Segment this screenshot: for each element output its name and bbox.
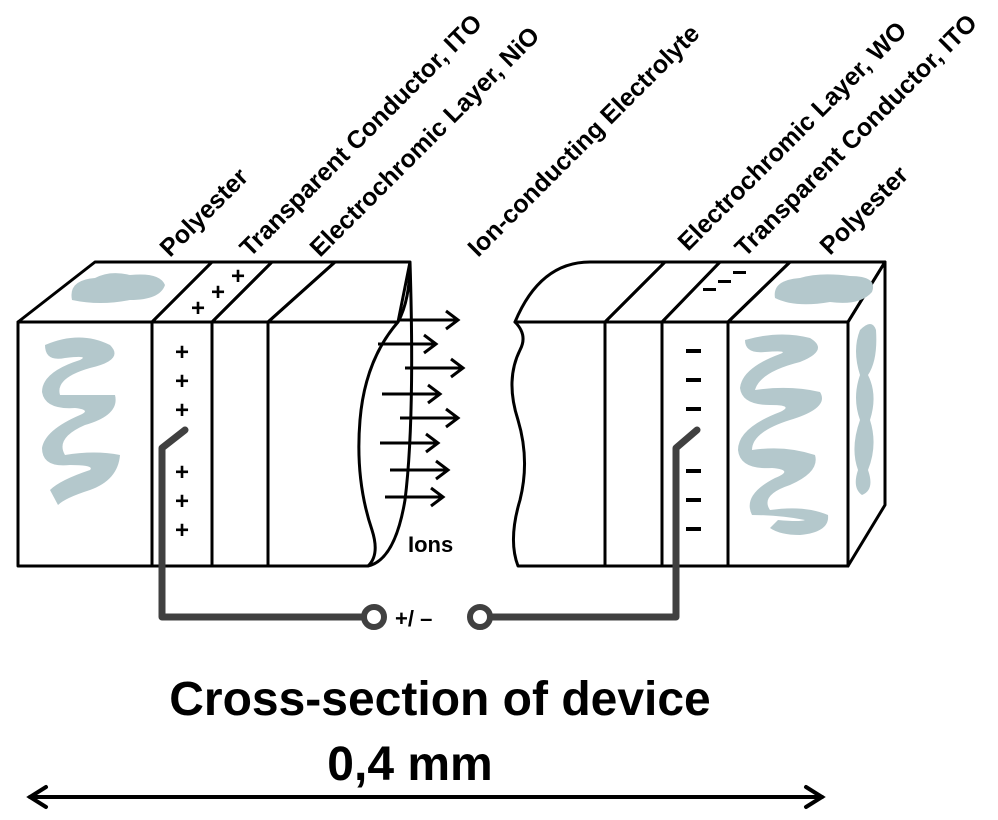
right-ito-top (660, 260, 792, 324)
minus-sign (686, 469, 701, 473)
minus-sign (686, 378, 701, 382)
caption-dimension: 0,4 mm (327, 738, 492, 791)
ion-arrows (378, 309, 466, 508)
minus-sign (703, 288, 716, 291)
plus-sign: + (175, 459, 189, 486)
terminal-right (467, 604, 493, 630)
minus-sign (686, 498, 701, 502)
minus-sign (686, 527, 701, 531)
label-right-wo: Electrochromic Layer, WO (672, 16, 912, 256)
layer-labels: Polyester Transparent Conductor, ITO Ele… (154, 9, 982, 262)
right-wo-layer (603, 320, 664, 568)
right-wire (482, 426, 701, 621)
left-block: + + + + + + + + + (16, 260, 414, 568)
minus-sign (718, 280, 731, 283)
plus-sign: + (175, 397, 189, 424)
left-wire (158, 426, 376, 621)
ion-arrow (380, 432, 441, 454)
ion-arrow (385, 486, 446, 508)
ion-arrow (378, 333, 439, 355)
dimension-arrow (26, 785, 826, 809)
plus-sign: + (175, 488, 189, 515)
right-polyester-pattern-top (774, 274, 874, 305)
right-polyester-pattern-front (738, 334, 829, 535)
right-wo-top (603, 260, 722, 324)
caption-title: Cross-section of device (169, 673, 711, 726)
left-front-plus-signs: + + + + + + (175, 339, 189, 544)
left-electrolyte-layer (266, 320, 400, 568)
terminal-left (361, 604, 387, 630)
left-broken-edge (367, 261, 414, 568)
plus-sign: + (175, 368, 189, 395)
ions-label: Ions (408, 532, 453, 557)
plus-sign: + (231, 263, 245, 290)
right-side-pattern (854, 324, 877, 495)
plus-sign: + (191, 295, 205, 322)
right-block (510, 260, 887, 568)
left-nio-layer (210, 320, 270, 568)
right-top-minus-signs (703, 271, 746, 291)
left-top-plus-signs: + + + (191, 263, 245, 322)
right-electrolyte-top (513, 260, 667, 324)
plus-sign: + (175, 517, 189, 544)
voltage-source: +/ – (361, 604, 493, 631)
right-polyester-layer (726, 320, 850, 568)
minus-sign (733, 271, 746, 274)
minus-sign (686, 349, 701, 353)
minus-sign (686, 407, 701, 411)
ion-arrow (400, 407, 461, 429)
ion-arrow (390, 459, 451, 481)
left-electrolyte-top (266, 260, 412, 324)
circuit-wire (158, 426, 701, 621)
right-front-minus-signs (686, 349, 701, 531)
ion-arrow (382, 383, 443, 405)
left-polyester-pattern-front (42, 337, 120, 505)
plus-sign: + (211, 279, 225, 306)
ion-arrow (400, 309, 461, 331)
source-label: +/ – (395, 606, 432, 631)
right-electrolyte-layer (510, 320, 607, 568)
ion-arrow (405, 357, 466, 379)
left-polyester-pattern-top (71, 273, 165, 303)
plus-sign: + (175, 339, 189, 366)
